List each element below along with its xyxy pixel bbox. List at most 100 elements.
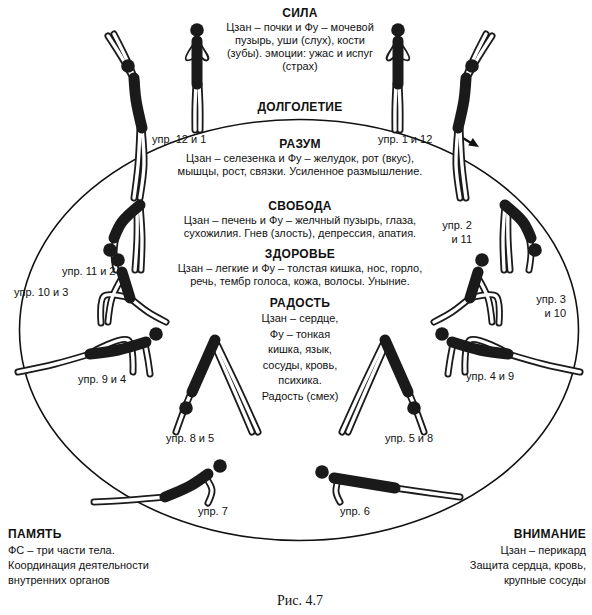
- figure-head: [179, 401, 193, 415]
- figure-limb: [336, 480, 340, 502]
- figure-limb-fill: [188, 45, 199, 58]
- section-heading: СИЛА: [240, 6, 360, 20]
- ellipse-line: [20, 120, 579, 541]
- figure-limb: [114, 34, 136, 82]
- figure-limb: [460, 128, 466, 198]
- figure-limb: [348, 342, 387, 432]
- figure-limb: [140, 205, 142, 270]
- zone-text: Цзан – сердце, Фу – тонкая кишка, язык, …: [260, 311, 340, 404]
- figure-limb: [195, 84, 196, 130]
- figure-head: [315, 465, 329, 479]
- figure-limb-fill: [92, 339, 133, 372]
- figure-torso: [122, 272, 130, 298]
- pose-figure: [176, 340, 258, 432]
- figure-limb-fill: [18, 354, 90, 372]
- pose-figure: [94, 459, 227, 503]
- direction-arrow: [458, 135, 479, 147]
- figure-limb: [503, 205, 505, 270]
- section-heading: ПАМЯТЬ: [8, 527, 128, 541]
- zone-heading: РАЗУМ: [210, 137, 390, 151]
- figure-limb-fill: [213, 342, 252, 432]
- figure-limb: [456, 128, 460, 198]
- pose-figure: [18, 327, 163, 374]
- figure-limb-fill: [195, 84, 196, 130]
- pose-figure: [434, 253, 499, 323]
- figure-torso: [470, 272, 478, 298]
- figure-limb-fill: [448, 344, 453, 374]
- zone-heading: ДОЛГОЛЕТИЕ: [210, 100, 390, 114]
- figure-limb-fill: [215, 340, 258, 432]
- figure-head: [103, 243, 117, 257]
- figure-limb-fill: [114, 236, 116, 270]
- figure-limb: [92, 339, 133, 372]
- exercise-label: упр. 11 и 2: [62, 265, 142, 278]
- figure-limb: [529, 236, 531, 270]
- figure-limb: [396, 45, 407, 58]
- figure-limb-fill: [130, 298, 166, 322]
- figure-limb-fill: [135, 207, 137, 270]
- figure-limb: [470, 295, 499, 323]
- figure-head: [149, 327, 163, 341]
- figure-limb-fill: [456, 128, 460, 198]
- pose-figure: [389, 23, 407, 130]
- figure-torso: [134, 78, 142, 128]
- pose-figure: [101, 253, 166, 323]
- figure-limb: [395, 84, 396, 130]
- exercise-label: упр. 9 и 4: [78, 373, 158, 386]
- zone-heading: СВОБОДА: [210, 199, 390, 213]
- figure-limb-fill: [336, 480, 340, 502]
- figure-torso: [452, 342, 508, 354]
- figure-limb: [188, 45, 199, 58]
- exercise-label: упр. 1 и 12: [378, 133, 458, 146]
- figure-limb: [135, 207, 137, 270]
- figure-head: [121, 59, 135, 73]
- exercise-label: упр. 3 и 10: [528, 292, 566, 320]
- figure-limb-fill: [407, 388, 424, 432]
- figure-limb: [342, 340, 385, 432]
- figure-limb: [108, 276, 123, 322]
- figure-limb: [508, 354, 580, 372]
- figure-limb-fill: [470, 295, 499, 323]
- figure-torso: [505, 205, 531, 238]
- figure-limb: [213, 342, 252, 432]
- pose-figure: [103, 205, 142, 270]
- figure-limb: [448, 344, 453, 374]
- figure-torso: [192, 340, 215, 392]
- figure-limb-fill: [464, 34, 486, 82]
- figure-head: [391, 23, 405, 37]
- figure-limb-fill: [206, 478, 212, 503]
- figure-torso: [334, 478, 395, 488]
- figure-head: [407, 401, 421, 415]
- figure-limb: [108, 36, 134, 80]
- exercise-label: упр. 12 и 1: [152, 133, 232, 146]
- figure-limb: [18, 354, 90, 372]
- figure-head: [528, 243, 542, 257]
- figure-limb: [434, 298, 470, 322]
- section-heading: ВНИМАНИЕ: [466, 527, 586, 541]
- figure-limb-fill: [434, 298, 470, 322]
- figure-limb-fill: [348, 342, 387, 432]
- figure-torso: [90, 342, 146, 354]
- figure-limb-fill: [508, 207, 510, 270]
- figure-head: [190, 23, 204, 37]
- figure-head: [475, 253, 489, 267]
- figure-limb-fill: [114, 34, 136, 82]
- figure-limb-fill: [395, 84, 396, 130]
- figure-head: [465, 59, 479, 73]
- exercise-label: упр. 6: [340, 505, 400, 518]
- exercise-label: упр. 10 и 3: [14, 286, 94, 299]
- figure-limb-fill: [199, 84, 200, 130]
- arrow-shaft: [458, 135, 471, 143]
- zone-text: Цзан – селезенка и Фу – желудок, рот (вк…: [178, 152, 423, 178]
- figure-limb-fill: [399, 84, 400, 130]
- figure-limb-fill: [108, 276, 123, 322]
- exercise-label: упр. 7: [198, 505, 258, 518]
- figure-torso: [114, 205, 140, 238]
- figure-limb-fill: [145, 344, 150, 374]
- figure-limb-fill: [108, 36, 134, 80]
- figure-limb-fill: [395, 488, 460, 497]
- pose-figure: [188, 23, 206, 130]
- section-text: Цзан – почки и Фу – мочевой пузырь, уши …: [218, 21, 383, 73]
- figure-torso: [458, 78, 466, 128]
- figure-limb: [395, 488, 460, 497]
